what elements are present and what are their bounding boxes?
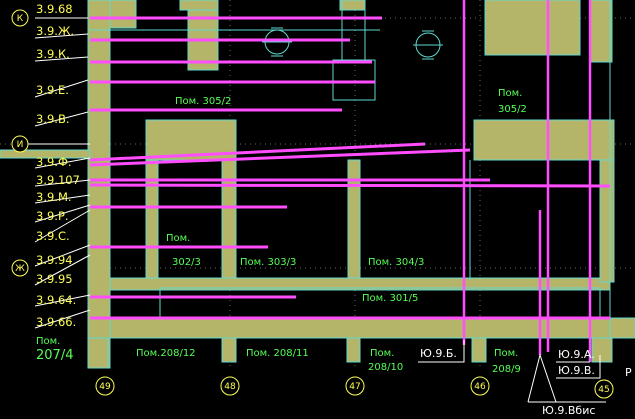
line-label: 3.9.Ж. xyxy=(36,24,74,38)
axis-marker-zh: Ж xyxy=(11,259,29,277)
line-label-yu9a: Ю.9.А. xyxy=(558,348,595,361)
line-label: 3.9.С. xyxy=(36,229,70,243)
room-label: 207/4 xyxy=(36,348,73,363)
line-label: 3.9.107 xyxy=(36,173,80,187)
axis-marker-48: 48 xyxy=(220,376,240,396)
room-label: Пом. 305/2 xyxy=(175,96,231,107)
room-label: Пом. xyxy=(36,336,60,347)
axis-marker-k: К xyxy=(11,9,29,27)
axis-marker-46-label: 46 xyxy=(474,382,486,392)
room-label: Пом. xyxy=(494,348,518,359)
line-label: 3.9.В. xyxy=(36,112,70,126)
axis-marker-45: 45 xyxy=(594,379,614,399)
pipes-horizontal xyxy=(89,16,611,320)
line-label-yu9vbis: Ю.9.Вбис xyxy=(542,404,595,417)
line-label-yu9b: Ю.9.Б. xyxy=(420,347,457,360)
line-label: 3.9.66. xyxy=(36,315,76,329)
structure-outlines xyxy=(90,0,611,338)
axis-marker-46: 46 xyxy=(470,376,490,396)
room-labels: Пом. 305/2 Пом. 305/2 Пом. 302/3 Пом. 30… xyxy=(36,88,632,379)
room-label: 305/2 xyxy=(498,104,527,115)
right-line-labels: Ю.9.Б. Ю.9.А. Ю.9.В. Ю.9.Вбис xyxy=(420,347,595,417)
line-label: 3.9.Е. xyxy=(36,83,69,97)
axis-marker-48-label: 48 xyxy=(224,382,236,392)
line-label: 3.9.М. xyxy=(36,190,72,204)
room-label: 208/10 xyxy=(368,362,403,373)
axis-marker-45-label: 45 xyxy=(598,385,609,395)
room-label: 208/9 xyxy=(492,364,521,375)
line-label-yu9v: Ю.9.В. xyxy=(558,364,595,377)
room-label: Пом. xyxy=(166,233,190,244)
line-label: 3.9.64. xyxy=(36,293,76,307)
right-leaders xyxy=(418,340,606,403)
axis-marker-i-label: И xyxy=(17,140,24,150)
axis-marker-49: 49 xyxy=(95,376,115,396)
line-label: 3.9.Ф. xyxy=(36,155,72,169)
room-label: Пом.208/12 xyxy=(136,348,196,359)
left-leaders xyxy=(20,17,91,329)
line-label: 3.9.68 xyxy=(36,2,73,16)
room-label: Пом. 304/3 xyxy=(368,257,424,268)
line-label: 3.9.94 xyxy=(36,253,73,267)
room-label: 302/3 xyxy=(172,257,201,268)
axis-marker-k-label: К xyxy=(17,14,24,24)
axis-marker-47: 47 xyxy=(345,376,365,396)
line-label: 3.9.Р. xyxy=(36,209,69,223)
fixture-right xyxy=(413,30,443,60)
room-label: Пом. 208/11 xyxy=(246,348,309,359)
pipes-vertical xyxy=(462,0,592,362)
axis-marker-49-label: 49 xyxy=(99,382,111,392)
axis-marker-47-label: 47 xyxy=(349,382,360,392)
room-label: Пом. 303/3 xyxy=(240,257,296,268)
room-label: Пом. 301/5 xyxy=(362,293,418,304)
room-label: Пом. xyxy=(370,348,394,359)
fixture-left xyxy=(262,27,292,57)
line-label: 3.9.95 xyxy=(36,272,73,286)
line-label: 3.9.К. xyxy=(36,47,70,61)
edge-label: Р xyxy=(625,366,632,379)
left-line-labels: 3.9.68 3.9.Ж. 3.9.К. 3.9.Е. 3.9.В. 3.9.Ф… xyxy=(36,2,80,329)
room-label: Пом. xyxy=(498,88,522,99)
axis-marker-i: И xyxy=(11,135,29,153)
axis-marker-zh-label: Ж xyxy=(15,264,25,274)
